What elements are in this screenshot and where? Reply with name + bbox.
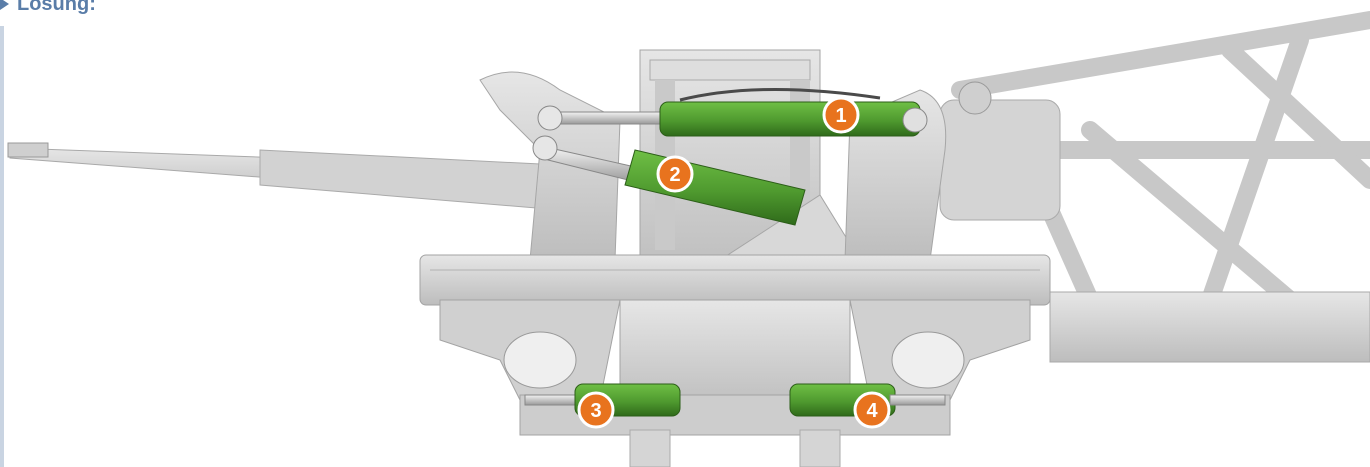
lower-frame [439, 299, 1031, 467]
boom-pivot-bracket [939, 99, 1061, 221]
callout-label-3: 3 [590, 400, 601, 422]
sidebar-divider [0, 26, 4, 467]
right-boom-beam [1049, 291, 1370, 363]
pivot-bolt [958, 81, 992, 115]
main-crossbeam [419, 254, 1051, 306]
left-boom-arm [7, 142, 561, 211]
solution-heading: Lösung: [0, 0, 96, 16]
callout-label-1: 1 [835, 105, 846, 127]
callout-badge-2: 2 [656, 155, 694, 193]
callout-label-4: 4 [866, 400, 878, 422]
callout-badge-3: 3 [577, 391, 615, 429]
solution-heading-text: Lösung: [17, 0, 96, 15]
callout-badge-4: 4 [853, 391, 891, 429]
arrow-right-icon [0, 0, 9, 10]
callout-badge-1: 1 [822, 96, 860, 134]
callout-label-2: 2 [669, 164, 680, 186]
